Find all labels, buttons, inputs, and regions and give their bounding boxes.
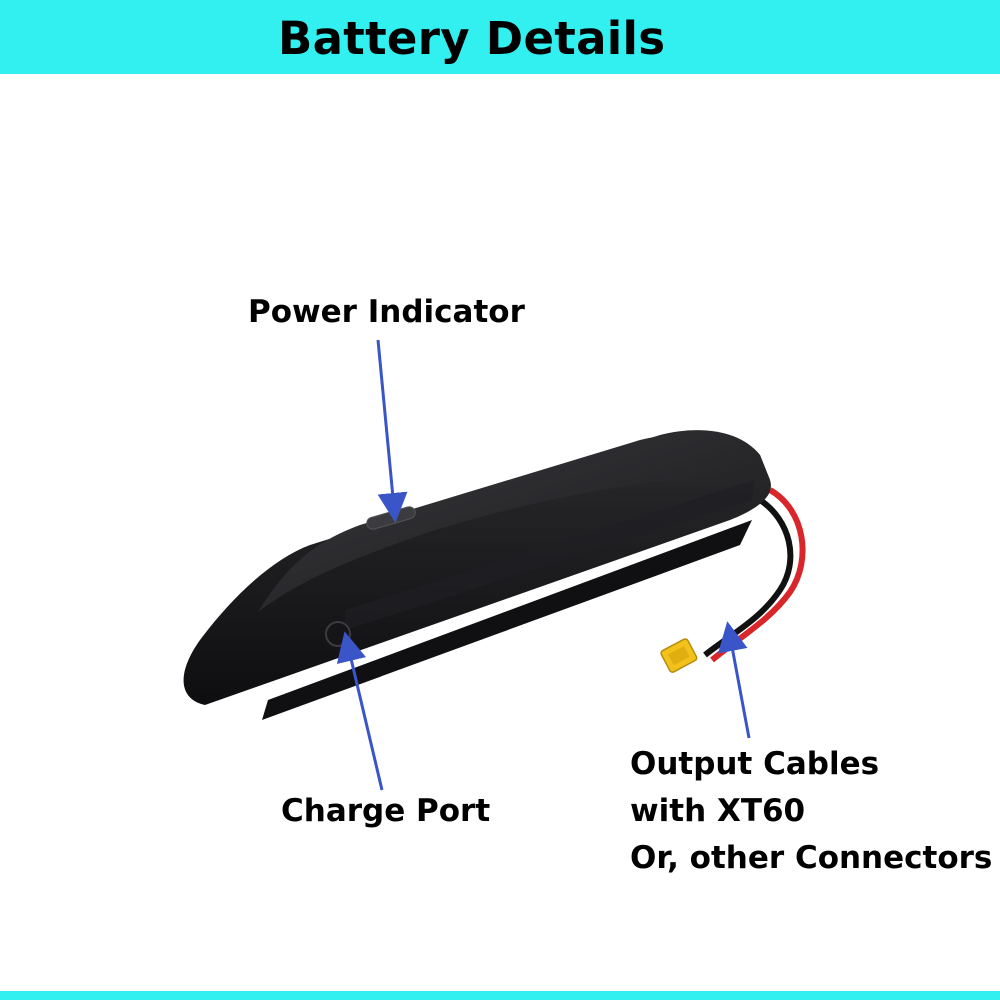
page-title: Battery Details (278, 12, 666, 65)
output-cables-line3: Or, other Connectors (630, 840, 993, 876)
charge-port-label: Charge Port (281, 793, 491, 829)
header-band (0, 0, 1000, 74)
power-indicator-label: Power Indicator (248, 294, 525, 330)
output-cables-line1: Output Cables (630, 746, 880, 782)
battery-top (258, 432, 770, 612)
xt60-connector-icon (660, 638, 698, 673)
output-cables-label: Output Cables with XT60 Or, other Connec… (630, 741, 992, 882)
output-cables-line2: with XT60 (630, 793, 806, 829)
arrow-output (718, 621, 751, 739)
footer-band (0, 991, 1000, 1000)
arrow-power (376, 339, 408, 523)
charge-port (325, 621, 351, 647)
arrow-charge (336, 631, 384, 791)
